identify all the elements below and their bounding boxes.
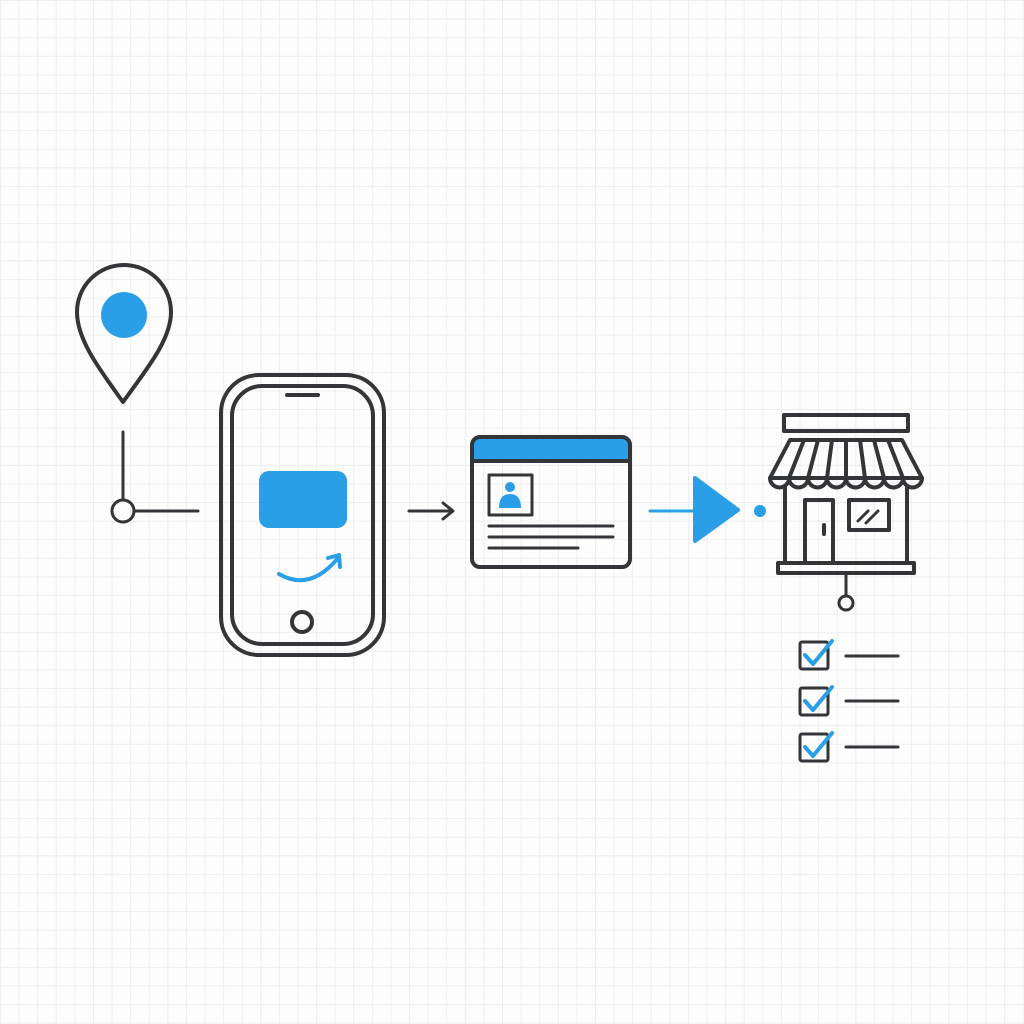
play-arrow-icon [648, 476, 766, 543]
checklist-item [798, 639, 900, 671]
profile-card-icon [470, 435, 632, 569]
arrow-right-icon [407, 501, 455, 521]
screen-card [259, 471, 347, 528]
location-pin-icon [75, 263, 173, 404]
pin-connector [110, 430, 200, 524]
storefront-icon [768, 413, 924, 612]
checklist-item [798, 731, 900, 763]
smartphone-icon [219, 373, 386, 657]
checklist-icon [798, 639, 900, 763]
checklist-item [798, 685, 900, 717]
swipe-arrow-icon [277, 556, 340, 583]
